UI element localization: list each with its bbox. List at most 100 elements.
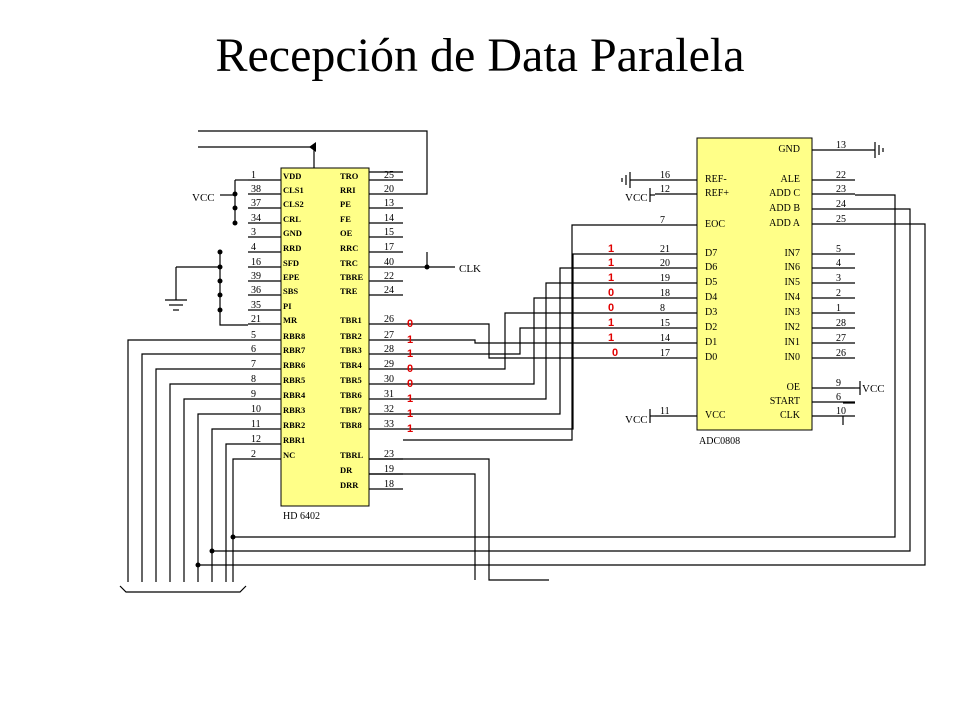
wire-dr — [369, 473, 476, 580]
uart-chip-body — [280, 167, 370, 507]
uart-left-pin-num: 10 — [251, 404, 261, 415]
uart-left-pin-sig: EPE — [283, 272, 300, 282]
uart-left-pin-sig: SBS — [283, 286, 298, 296]
wire-add-c — [233, 194, 896, 538]
uart-left-pin-num: 8 — [251, 374, 256, 385]
uart-right-pin-num: 28 — [384, 344, 394, 355]
adc-right-pin-sig: IN2 — [784, 322, 800, 333]
uart-left-pin-sig: NC — [283, 450, 295, 460]
uart-right-pin-num: 32 — [384, 404, 394, 415]
adc-chip-name: ADC0808 — [699, 436, 740, 447]
uart-right-pin-num: 17 — [384, 242, 394, 253]
uart-right-pin-num: 27 — [384, 330, 394, 341]
uart-right-pin-sig: DR — [340, 465, 353, 475]
adc-right-pin-sig: START — [770, 396, 800, 407]
uart-left-pin-sig: RBR4 — [283, 390, 306, 400]
adc-right-pin-num: 10 — [836, 406, 846, 417]
wire-tbr-to-d — [403, 253, 655, 430]
adc-data-bit: 1 — [608, 243, 614, 255]
adc-right-pin-num: 2 — [836, 288, 841, 299]
adc-left-pin-sig: D0 — [705, 352, 717, 363]
uart-right-pin-num: 29 — [384, 359, 394, 370]
wire-nc — [232, 458, 248, 582]
uart-right-pin-num: 26 — [384, 314, 394, 325]
uart-data-bit: 0 — [407, 378, 413, 390]
adc-right-pin-num: 28 — [836, 318, 846, 329]
adc-right-pin-num: 23 — [836, 184, 846, 195]
uart-left-pin-sig: RBR1 — [283, 435, 305, 445]
uart-left-pin-num: 35 — [251, 300, 261, 311]
uart-left-pin-sig: RBR2 — [283, 420, 305, 430]
uart-left-pin-sig: VDD — [283, 171, 301, 181]
uart-right-pin-num: 25 — [384, 170, 394, 181]
uart-right-pin-sig: TBR6 — [340, 390, 362, 400]
uart-right-pin-num: 40 — [384, 257, 394, 268]
adc-left-pin-num: 7 — [660, 215, 665, 226]
uart-data-bit: 1 — [407, 348, 413, 360]
adc-data-bit: 0 — [608, 287, 614, 299]
uart-right-pin-sig: FE — [340, 214, 351, 224]
uart-right-pin-num: 15 — [384, 227, 394, 238]
adc-right-pin-sig: IN3 — [784, 307, 800, 318]
junction-dot — [195, 562, 201, 568]
uart-right-pin-sig: TRE — [340, 286, 358, 296]
uart-left-pin-num: 7 — [251, 359, 256, 370]
uart-right-pin-num: 33 — [384, 419, 394, 430]
uart-left-pin-num: 38 — [251, 184, 261, 195]
uart-right-pin-sig: TBR3 — [340, 345, 362, 355]
adc-right-pin-sig: ADD C — [769, 188, 800, 199]
arrow-icon — [309, 142, 316, 152]
uart-left-pin-sig: RBR8 — [283, 331, 305, 341]
uart-left-pin-sig: RBR7 — [283, 345, 306, 355]
uart-right-pin-sig: TBRE — [340, 272, 363, 282]
adc-left-pin-num: 16 — [660, 170, 670, 181]
junction-dot — [232, 220, 238, 226]
uart-left-pin-num: 3 — [251, 227, 256, 238]
uart-right-pin-num: 23 — [384, 449, 394, 460]
adc-data-bit: 1 — [608, 317, 614, 329]
wire-rbr — [225, 443, 248, 582]
wire-rbr — [169, 383, 248, 582]
vcc-label-oe: VCC — [862, 383, 885, 395]
adc-left-pin-num: 12 — [660, 184, 670, 195]
adc-left-pin-num: 21 — [660, 244, 670, 255]
wire-bus-brace — [119, 585, 247, 593]
uart-left-pin-sig: GND — [283, 228, 302, 238]
adc-right-pin-num: 1 — [836, 303, 841, 314]
wire-rbr — [211, 428, 248, 582]
slide-title: Recepción de Data Paralela — [215, 29, 745, 82]
adc-right-pin-sig: IN4 — [784, 292, 800, 303]
junction-dot — [209, 548, 215, 554]
adc-left-pin-sig: REF- — [705, 174, 727, 185]
adc-right-pin-num: 5 — [836, 244, 841, 255]
uart-right-pin-num: 13 — [384, 198, 394, 209]
adc-left-pin-sig: D2 — [705, 322, 717, 333]
adc-left-pin-sig: D4 — [705, 292, 717, 303]
uart-right-pin-sig: OE — [340, 228, 353, 238]
wire-tbr-to-d — [403, 312, 655, 370]
junction-dot — [232, 191, 238, 197]
uart-right-pin-sig: TBR2 — [340, 331, 362, 341]
junction-dot — [232, 205, 238, 211]
adc-left-pin-num: 20 — [660, 258, 670, 269]
adc-right-pin-sig: IN0 — [784, 352, 800, 363]
wire-eoc — [403, 224, 655, 441]
wire-gnd-bus — [219, 252, 248, 326]
adc-right-pin-sig: ALE — [781, 174, 800, 185]
uart-right-pin-sig: TBR5 — [340, 375, 362, 385]
wire-tbr-to-d — [403, 327, 655, 355]
uart-right-pin-sig: PE — [340, 199, 351, 209]
uart-right-pin-sig: RRI — [340, 185, 356, 195]
uart-left-pin-num: 21 — [251, 314, 261, 325]
uart-right-pin-sig: TBR8 — [340, 420, 362, 430]
uart-data-bit: 0 — [407, 363, 413, 375]
adc-left-pin-num: 8 — [660, 303, 665, 314]
adc-right-pin-sig: IN5 — [784, 277, 800, 288]
wires — [119, 130, 926, 593]
uart-data-bit: 1 — [407, 423, 413, 435]
uart-left-pin-sig: RBR6 — [283, 360, 305, 370]
adc-right-pin-sig: IN1 — [784, 337, 800, 348]
uart-left-pin-num: 12 — [251, 434, 261, 445]
junction-dot — [217, 278, 223, 284]
